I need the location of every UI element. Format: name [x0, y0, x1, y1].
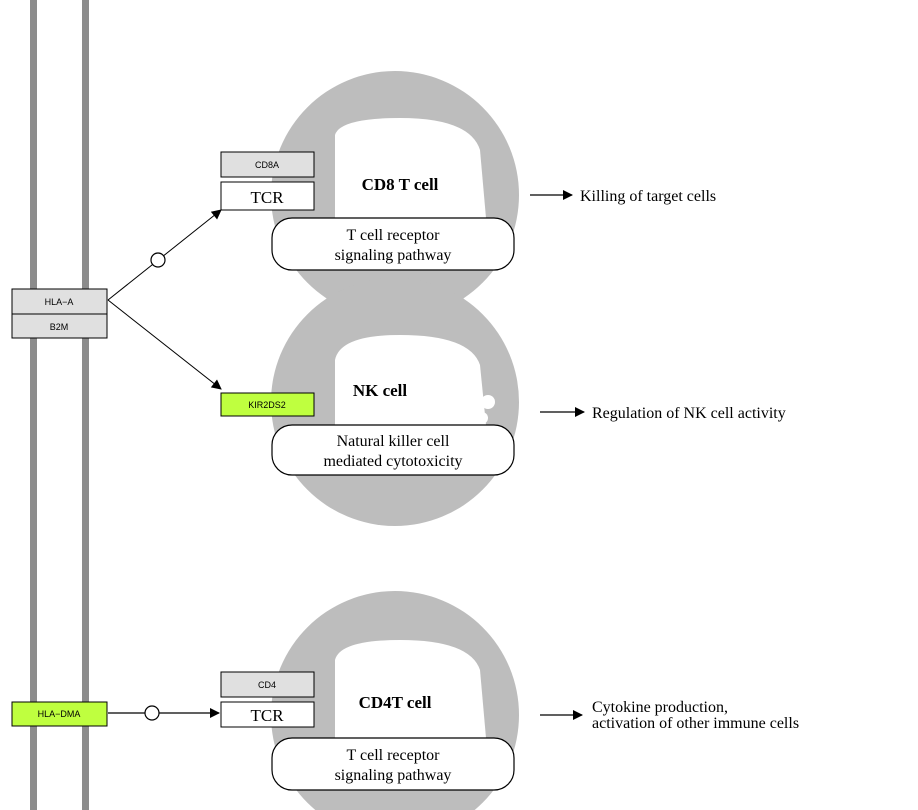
gene-hla-a-box[interactable] [11, 288, 108, 315]
gene-b2m-label: B2M [50, 322, 69, 332]
gene-b2m-box[interactable] [11, 313, 108, 339]
nk-pathway-line2: mediated cytotoxicity [323, 453, 462, 470]
gene-hla-dma-label: HLA−DMA [38, 709, 81, 719]
tcr-bottom-box[interactable] [220, 701, 315, 728]
cd8-pathway-line1: T cell receptor [347, 227, 441, 244]
outcome-cytokine-line1: Cytokine production, [592, 699, 728, 716]
nk-cell: NK cell Natural killer cell mediated cyt… [220, 278, 519, 526]
gene-hla-dma-box[interactable] [11, 701, 108, 727]
tcr-top-label: TCR [250, 188, 284, 207]
gene-cd4-label: CD4 [258, 680, 276, 690]
nk-pathway-line1: Natural killer cell [337, 433, 450, 450]
gene-cd8a-label: CD8A [255, 160, 279, 170]
cd4-pathway-line2: signaling pathway [335, 767, 452, 784]
nk-cell-inner [335, 335, 486, 425]
cd4-pathway-line1: T cell receptor [347, 747, 441, 764]
cd4-t-cell: CD4T cell T cell receptor signaling path… [220, 591, 519, 810]
nk-pathway-box[interactable] [271, 424, 515, 476]
outcome-killing: Killing of target cells [580, 188, 716, 205]
membrane-line-right [82, 0, 89, 810]
hla-a-b2m-complex: HLA−A B2M [11, 288, 108, 339]
compound-marker-bottom [144, 705, 160, 721]
compound-marker-top [150, 252, 166, 268]
cd4-cell-inner [335, 640, 486, 738]
outcome-nk-regulation: Regulation of NK cell activity [592, 405, 786, 422]
edge-hla-a-to-kir2ds2 [107, 299, 222, 390]
membrane-line-left [30, 0, 37, 810]
cd4-pathway-box[interactable] [271, 737, 515, 791]
gene-kir2ds2-box[interactable] [220, 392, 315, 417]
gene-cd4-box[interactable] [220, 671, 315, 698]
cd8-cell-inner [335, 118, 486, 218]
nk-cell-title: NK cell [353, 381, 408, 400]
tcr-top-box[interactable] [220, 181, 315, 211]
tcr-bottom-label: TCR [250, 706, 284, 725]
cd4-cell-title: CD4T cell [359, 693, 432, 712]
edge-hla-a-to-tcr [107, 209, 222, 301]
gene-cd8a-box[interactable] [220, 151, 315, 178]
cd8-pathway-box[interactable] [271, 217, 515, 271]
cd8-cell-title: CD8 T cell [362, 175, 439, 194]
outcome-cytokine-line2: activation of other immune cells [592, 715, 799, 732]
cd8-t-cell: CD8 T cell T cell receptor signaling pat… [220, 71, 519, 319]
gene-hla-a-label: HLA−A [45, 297, 74, 307]
cd8-pathway-line2: signaling pathway [335, 247, 452, 264]
gene-kir2ds2-label: KIR2DS2 [248, 400, 286, 410]
